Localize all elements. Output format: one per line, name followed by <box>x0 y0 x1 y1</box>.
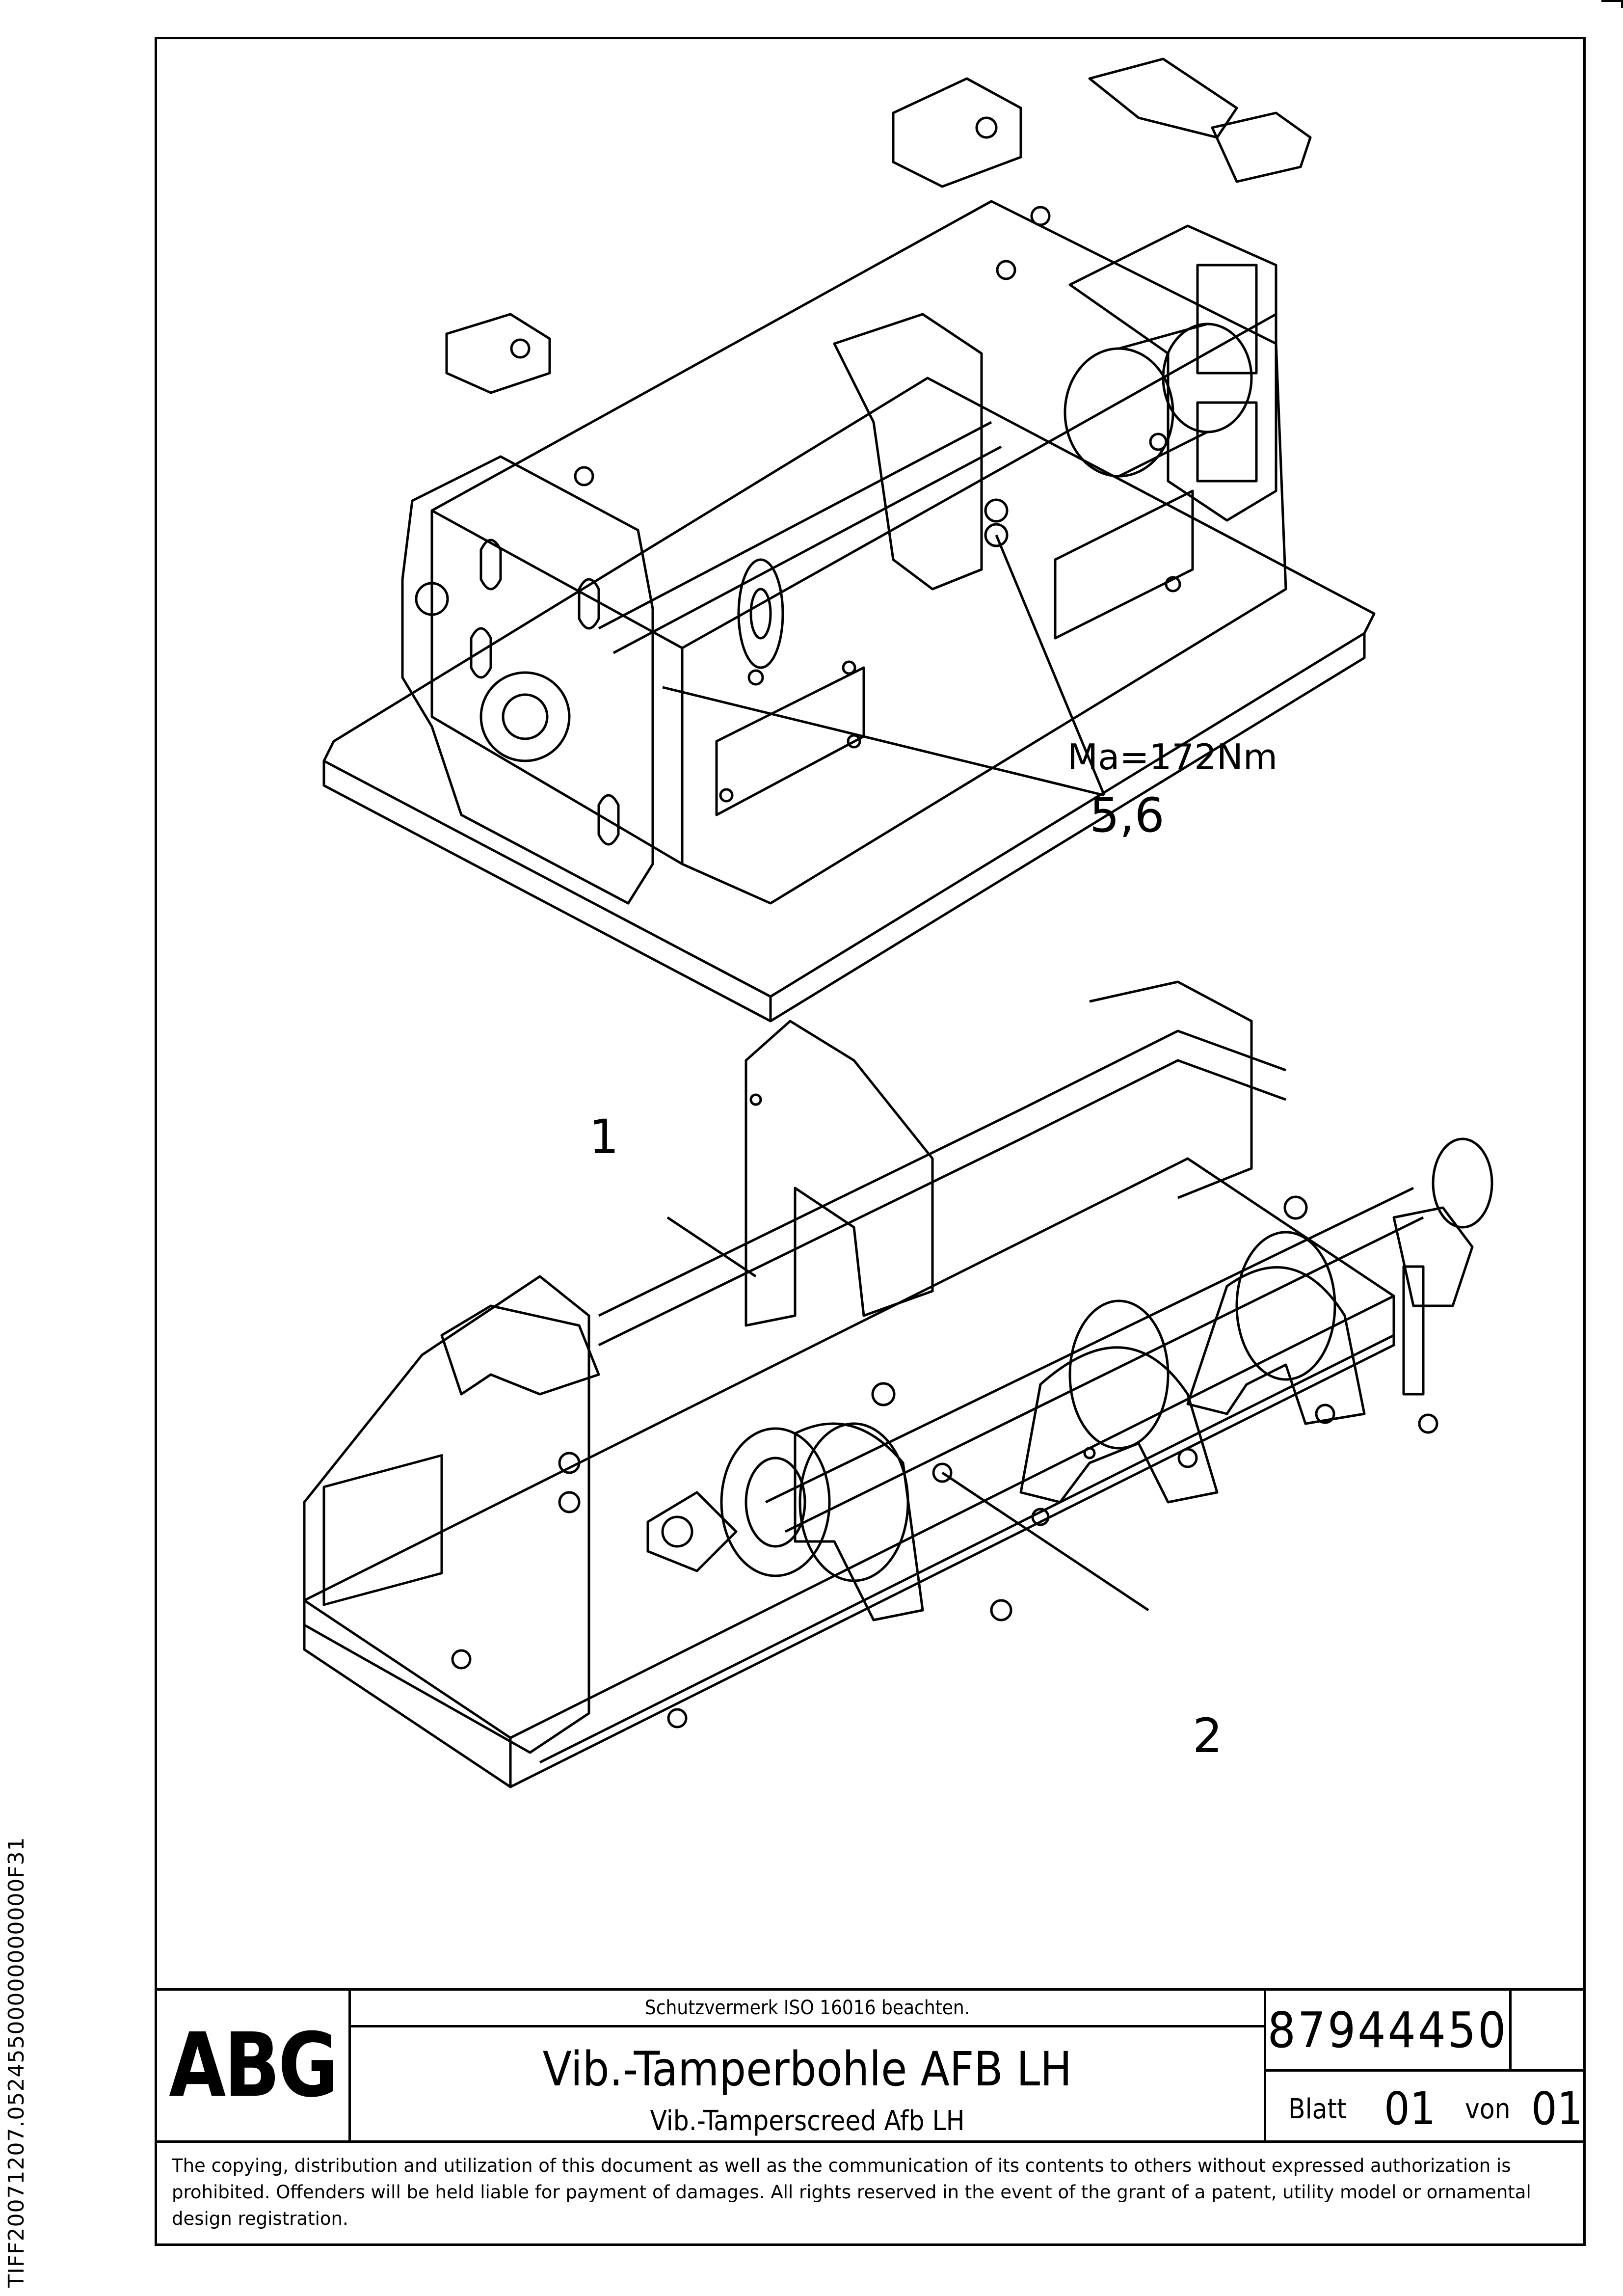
drawing-sheet: Ma=172Nm 5,6 1 2 ABG Schutzvermerk ISO 1… <box>155 37 1586 2246</box>
sheet-row: Blatt 01 von 01 <box>1266 2072 1583 2140</box>
lower-assembly <box>303 980 1493 1788</box>
title-german: Vib.-Tamperbohle AFB LH <box>542 2042 1072 2097</box>
copyright-notice: The copying, distribution and utilizatio… <box>172 2155 1531 2229</box>
technical-drawing <box>303 57 1493 1788</box>
callout-2: 2 <box>1193 1708 1223 1763</box>
logo-cell: ABG <box>157 1991 351 2140</box>
title-block: ABG Schutzvermerk ISO 16016 beachten. Vi… <box>155 1988 1586 2143</box>
side-code: TIFF20071207.05245500000000000F31 <box>4 1837 29 2288</box>
protection-note: Schutzvermerk ISO 16016 beachten. <box>351 1991 1264 2027</box>
part-number-spare <box>1512 1991 1583 2072</box>
part-number: 87944450 <box>1266 1991 1512 2072</box>
sheet-number: 01 <box>1384 2082 1436 2135</box>
abg-logo: ABG <box>169 2014 339 2117</box>
title-english: Vib.-Tamperscreed Afb LH <box>650 2105 965 2137</box>
sheet-label: Blatt <box>1288 2093 1347 2125</box>
number-block: 87944450 Blatt 01 von 01 <box>1264 1991 1583 2140</box>
torque-label: Ma=172Nm <box>1067 736 1277 778</box>
sheet-total: 01 <box>1531 2082 1583 2135</box>
corner-mark <box>1601 0 1623 8</box>
upper-assembly <box>322 57 1376 1023</box>
of-label: von <box>1465 2093 1511 2125</box>
callout-1: 1 <box>589 1109 619 1164</box>
torque-reference: 5,6 <box>1090 788 1165 843</box>
